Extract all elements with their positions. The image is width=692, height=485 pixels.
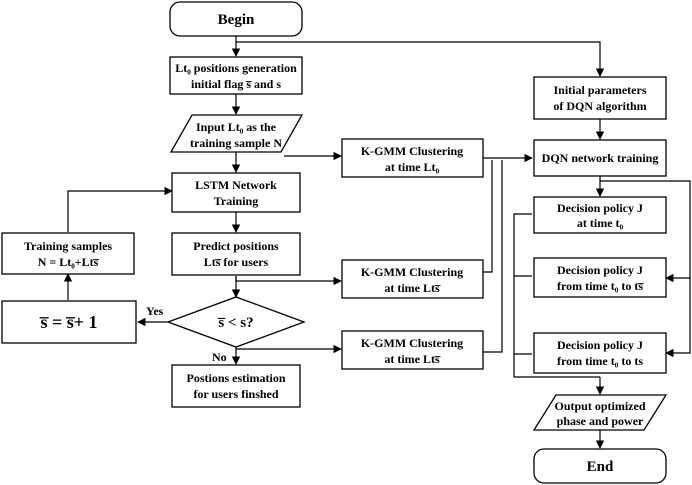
begin-label: Begin bbox=[218, 12, 255, 28]
policy3-line1: Decision policy J bbox=[557, 338, 643, 352]
training-samples-line1: Training samples bbox=[24, 239, 112, 253]
node-policy3: Decision policy J from time t₀ to ts bbox=[533, 332, 667, 374]
lstm-line1: LSTM Network bbox=[195, 178, 277, 192]
policy2-line1: Decision policy J bbox=[557, 263, 643, 277]
node-begin: Begin bbox=[169, 1, 303, 37]
end-label: End bbox=[587, 459, 614, 475]
update-label: s̅ = s̅+ 1 bbox=[39, 312, 97, 332]
edge-kgmm3-bus bbox=[483, 160, 503, 353]
edge-samples-lstm bbox=[67, 186, 173, 232]
node-input: Input Lt₀ as the training sample N bbox=[169, 114, 304, 153]
policy1-line2: at time t₀ bbox=[577, 216, 624, 230]
edges bbox=[63, 36, 691, 449]
dqn-training-label: DQN network training bbox=[542, 151, 659, 165]
output-line1: Output optimized bbox=[554, 399, 645, 413]
predict-line2: Lts̅ for users bbox=[204, 255, 269, 269]
node-init-dqn: Initial parameters of DQN algorithm bbox=[533, 76, 667, 120]
init-dqn-line1: Initial parameters bbox=[554, 83, 647, 97]
node-end: End bbox=[533, 448, 667, 484]
node-kgmm1: K-GMM Clustering at time Lt₀ bbox=[341, 138, 484, 178]
input-line1: Input Lt₀ as the bbox=[196, 120, 277, 134]
output-line2: phase and power bbox=[557, 414, 644, 428]
edge-dqntrain-right-bus bbox=[600, 180, 691, 358]
kgmm2-line2: at time Lts̅ bbox=[384, 281, 441, 295]
node-kgmm3: K-GMM Clustering at time Lts̅ bbox=[341, 330, 484, 370]
policy1-line1: Decision policy J bbox=[557, 201, 643, 215]
node-estimation: Postions estimation for users finshed bbox=[171, 364, 301, 408]
kgmm2-line1: K-GMM Clustering bbox=[361, 265, 463, 279]
node-training-samples: Training samples N = Lt₀+Lts̅ bbox=[1, 232, 135, 275]
estimation-line1: Postions estimation bbox=[187, 371, 286, 385]
node-dqn-training: DQN network training bbox=[533, 139, 667, 177]
edge-begin-initdqn bbox=[236, 41, 605, 77]
no-label: No bbox=[212, 350, 227, 364]
node-decision: s̅ < s? bbox=[166, 296, 306, 348]
edge-kgmm2-bus bbox=[483, 160, 493, 273]
predict-line1: Predict positions bbox=[193, 239, 279, 253]
estimation-line2: for users finshed bbox=[193, 387, 278, 401]
yes-label: Yes bbox=[146, 304, 164, 318]
kgmm3-line1: K-GMM Clustering bbox=[361, 336, 463, 350]
policy3-line2: from time t₀ to ts bbox=[557, 354, 643, 368]
node-policy1: Decision policy J at time t₀ bbox=[533, 196, 667, 234]
edge-predict-kgmm2 bbox=[235, 276, 342, 286]
training-samples-line2: N = Lt₀+Lts̅ bbox=[38, 255, 100, 269]
generation-line1: Lt₀ positions generation bbox=[175, 61, 297, 75]
node-output: Output optimized phase and power bbox=[532, 394, 668, 431]
node-policy2: Decision policy J from time t₀ to ts̅ bbox=[533, 257, 667, 298]
node-predict: Predict positions Lts̅ for users bbox=[171, 232, 301, 276]
decision-label: s̅ < s? bbox=[217, 315, 253, 331]
node-update: s̅ = s̅+ 1 bbox=[1, 300, 137, 344]
init-dqn-line2: of DQN algorithm bbox=[553, 99, 646, 113]
node-kgmm2: K-GMM Clustering at time Lts̅ bbox=[341, 259, 484, 299]
kgmm1-line1: K-GMM Clustering bbox=[361, 144, 463, 158]
lstm-line2: Training bbox=[214, 194, 258, 208]
node-lstm: LSTM Network Training bbox=[171, 172, 301, 213]
node-generation: Lt₀ positions generation initial flag s̅… bbox=[169, 56, 303, 95]
input-line2: training sample N bbox=[190, 136, 282, 150]
policy2-line2: from time t₀ to ts̅ bbox=[557, 279, 645, 293]
generation-line2: initial flag s̅ and s bbox=[191, 77, 281, 91]
edge-policy1-leftbus bbox=[513, 213, 600, 378]
kgmm3-line2: at time Lts̅ bbox=[384, 352, 441, 366]
kgmm1-line2: at time Lt₀ bbox=[385, 160, 440, 174]
